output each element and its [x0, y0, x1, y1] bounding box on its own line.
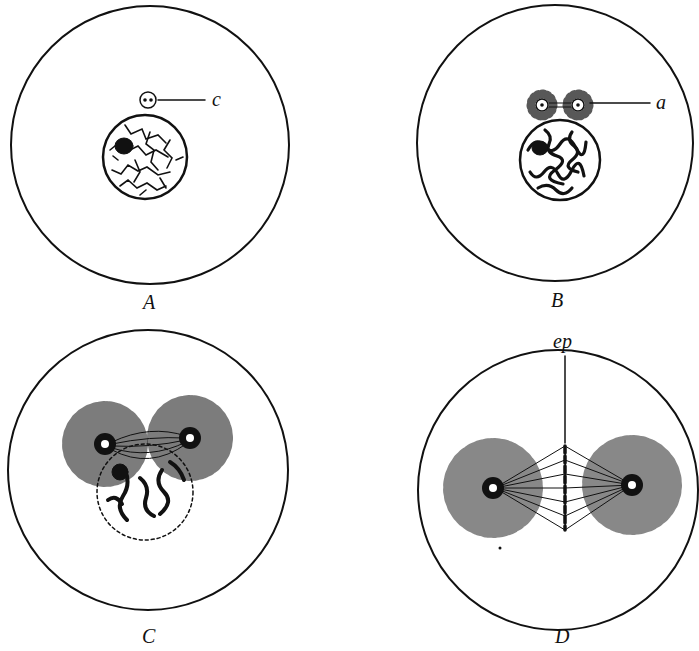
panel-letter: C: [142, 626, 155, 646]
panel-letter: A: [143, 292, 155, 312]
callout-letter: a: [656, 92, 666, 112]
callout-letter: c: [212, 89, 221, 109]
panel-letter: B: [551, 290, 563, 310]
panel-letter: D: [555, 626, 569, 646]
callout-letter: ep: [553, 331, 572, 351]
